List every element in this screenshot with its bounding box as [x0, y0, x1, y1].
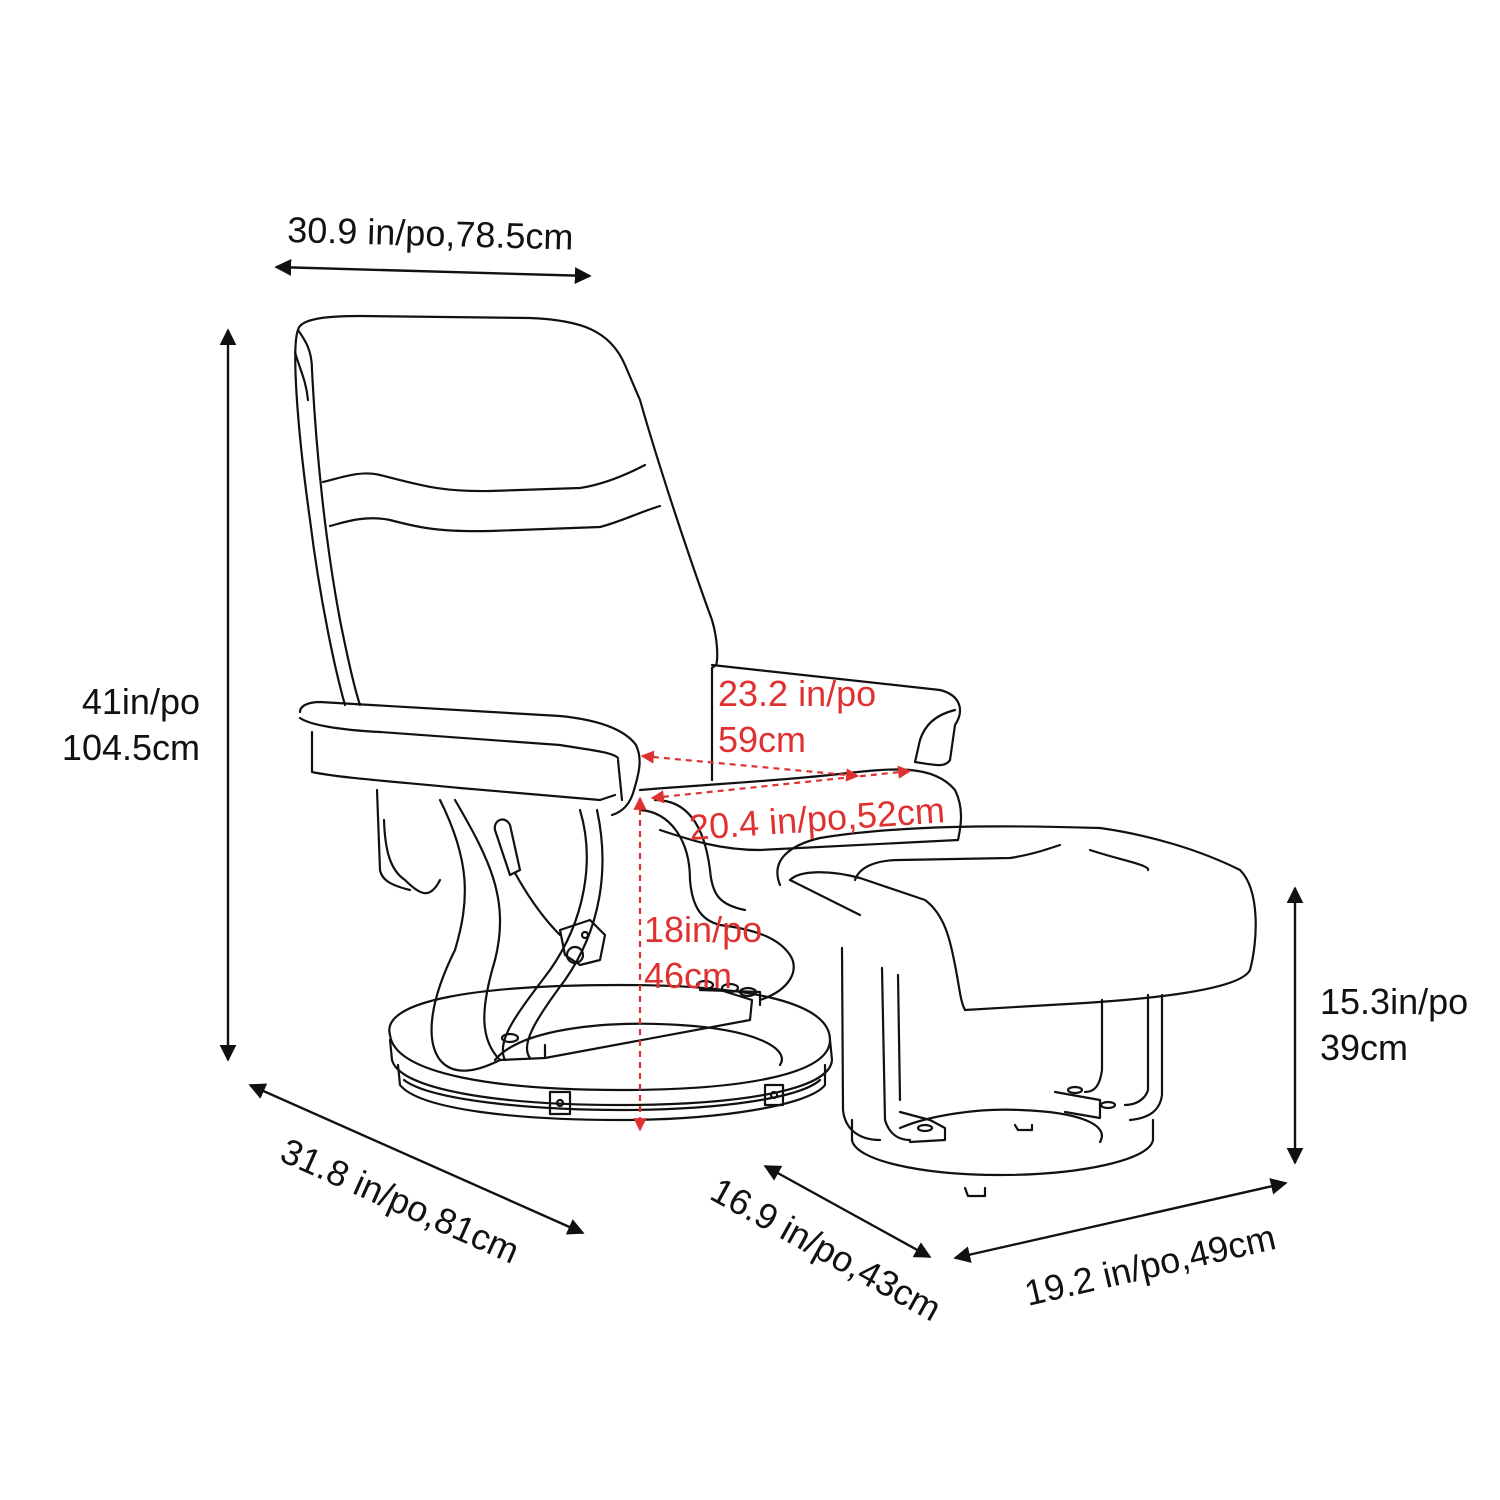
overall-dimension-lines: [219, 259, 1304, 1263]
seat-height-cm-label: 46cm: [644, 955, 732, 996]
chair-height-inches-label: 41in/po: [82, 681, 200, 722]
seat-height-inches-label: 18in/po: [644, 909, 762, 950]
ottoman-width-label: 19.2 in/po,49cm: [1021, 1216, 1280, 1314]
seat-back-height-cm-label: 59cm: [718, 719, 806, 760]
chair-width-label: 30.9 in/po,78.5cm: [287, 209, 574, 257]
ottoman-height-cm-label: 39cm: [1320, 1027, 1408, 1068]
recliner-chair-drawing: [293, 314, 963, 1122]
seat-dimension-lines: [633, 750, 912, 1132]
chair-height-cm-label: 104.5cm: [62, 727, 200, 768]
ottoman-depth-label: 16.9 in/po,43cm: [704, 1169, 948, 1329]
ottoman-drawing: [776, 825, 1257, 1198]
seat-back-height-inches-label: 23.2 in/po: [718, 673, 876, 714]
ottoman-height-inches-label: 15.3in/po: [1320, 981, 1468, 1022]
